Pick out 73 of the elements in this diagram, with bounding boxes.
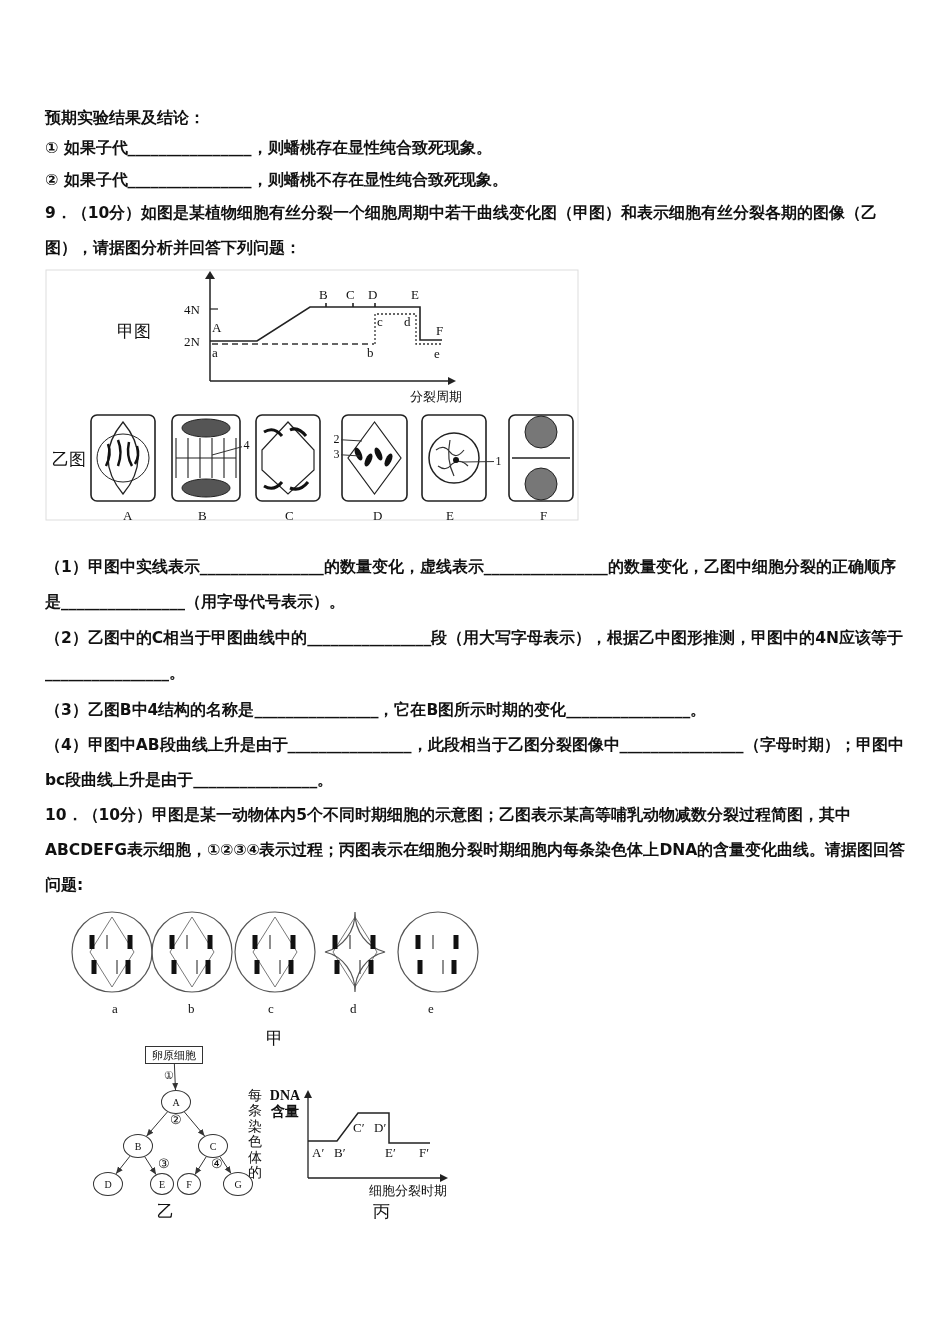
axis-label: 分裂周期	[410, 388, 462, 406]
cell-ellipse: D	[93, 1172, 123, 1196]
callout-number: 2	[332, 432, 341, 447]
cell-ellipse: A	[161, 1090, 191, 1114]
axis-label: DNA含量	[268, 1088, 302, 1121]
panel-label: b	[188, 1001, 195, 1017]
panel-label: B	[198, 508, 207, 524]
figure-title: 甲图	[117, 321, 151, 343]
cell-ellipse: B	[123, 1134, 153, 1158]
edge-label: ①	[164, 1069, 174, 1082]
cell-ellipse: F	[177, 1173, 201, 1195]
arrow	[144, 1156, 157, 1175]
question-text: 预期实验结果及结论：	[45, 108, 206, 129]
arrow	[194, 1156, 207, 1175]
axis-label: 2N	[184, 334, 200, 350]
point-label: F′	[419, 1145, 430, 1161]
leader-line	[211, 446, 243, 456]
question-text: ② 如果子代________________，则蟠桃不存在显性纯合致死现象。	[45, 170, 509, 191]
question-text: ① 如果子代________________，则蟠桃存在显性纯合致死现象。	[45, 138, 493, 159]
arrow	[172, 1063, 179, 1091]
question-text: （2）乙图中的C相当于甲图曲线中的________________段（用大写字母表示），根据乙中图形推测，甲图中的4N应该等于________________。	[45, 628, 904, 684]
panel-label: E	[446, 508, 454, 524]
panel-label: D	[373, 508, 383, 524]
point-label: d	[404, 314, 411, 330]
point-label: E	[411, 287, 419, 303]
point-label: e	[434, 346, 440, 362]
figure-title: 乙图	[52, 449, 86, 471]
panel-label: F	[540, 508, 548, 524]
arrow	[115, 1155, 131, 1175]
point-label: A′	[312, 1145, 325, 1161]
panel-label: A	[123, 508, 133, 524]
question-text: 9．（10分）如图是某植物细胞有丝分裂一个细胞周期中若干曲线变化图（甲图）和表示细胞有丝分裂各期的图像（乙图），请据图分析并回答下列问题：	[45, 203, 879, 259]
step-label: ④	[211, 1156, 223, 1172]
arrow	[219, 1156, 232, 1174]
leader-line	[340, 454, 361, 457]
point-label: C′	[353, 1120, 365, 1136]
panel-label: C	[285, 508, 294, 524]
callout-number: 3	[332, 447, 341, 462]
callout-number: 1	[494, 454, 503, 469]
panel-label: c	[268, 1001, 274, 1017]
point-label: A	[212, 320, 222, 336]
question-text: （4）甲图中AB段曲线上升是由于________________，此段相当于乙图分裂图像中________________（字母时期）；甲图中bc段曲线上升是由于________________。	[45, 735, 905, 791]
point-label: b	[367, 345, 374, 361]
point-label: B′	[334, 1145, 346, 1161]
step-label: ③	[158, 1156, 170, 1172]
cell-ellipse: C	[198, 1134, 228, 1158]
cell-box: 卵原细胞	[145, 1046, 203, 1064]
question-text: 10．（10分）甲图是某一动物体内5个不同时期细胞的示意图；乙图表示某高等哺乳动物减数分裂过程简图，其中ABCDEFG表示细胞，①②③④表示过程；丙图表示在细胞分裂时期细胞内每条染色体上DNA的含量变化曲线。请据图回答问题:	[45, 805, 907, 896]
leader-line	[340, 439, 363, 442]
step-label: ②	[170, 1112, 182, 1128]
panel-label: d	[350, 1001, 357, 1017]
point-label: D′	[374, 1120, 387, 1136]
point-label: F	[436, 323, 444, 339]
question-text: （1）甲图中实线表示________________的数量变化，虚线表示________________的数量变化，乙图中细胞分裂的正确顺序是________________（用字母代号表示）。	[45, 557, 897, 613]
figure-title: 丙	[373, 1201, 390, 1223]
figure-title: 甲	[266, 1028, 283, 1050]
point-label: D	[368, 287, 378, 303]
leader-line	[461, 461, 495, 463]
axis-label: 4N	[184, 302, 200, 318]
point-label: C	[346, 287, 355, 303]
point-label: a	[212, 345, 218, 361]
panel-label: a	[112, 1001, 118, 1017]
figure-title: 乙	[157, 1201, 174, 1223]
arrow	[183, 1111, 206, 1137]
question-text: （3）乙图B中4结构的名称是________________，它在B图所示时期的变化________________。	[45, 700, 708, 721]
point-label: c	[377, 314, 383, 330]
panel-label: e	[428, 1001, 434, 1017]
point-label: B	[319, 287, 328, 303]
axis-label: 细胞分裂时期	[369, 1182, 447, 1200]
callout-number: 4	[242, 438, 251, 453]
cell-ellipse: E	[150, 1173, 174, 1195]
point-label: E′	[385, 1145, 396, 1161]
arrow	[146, 1111, 168, 1137]
